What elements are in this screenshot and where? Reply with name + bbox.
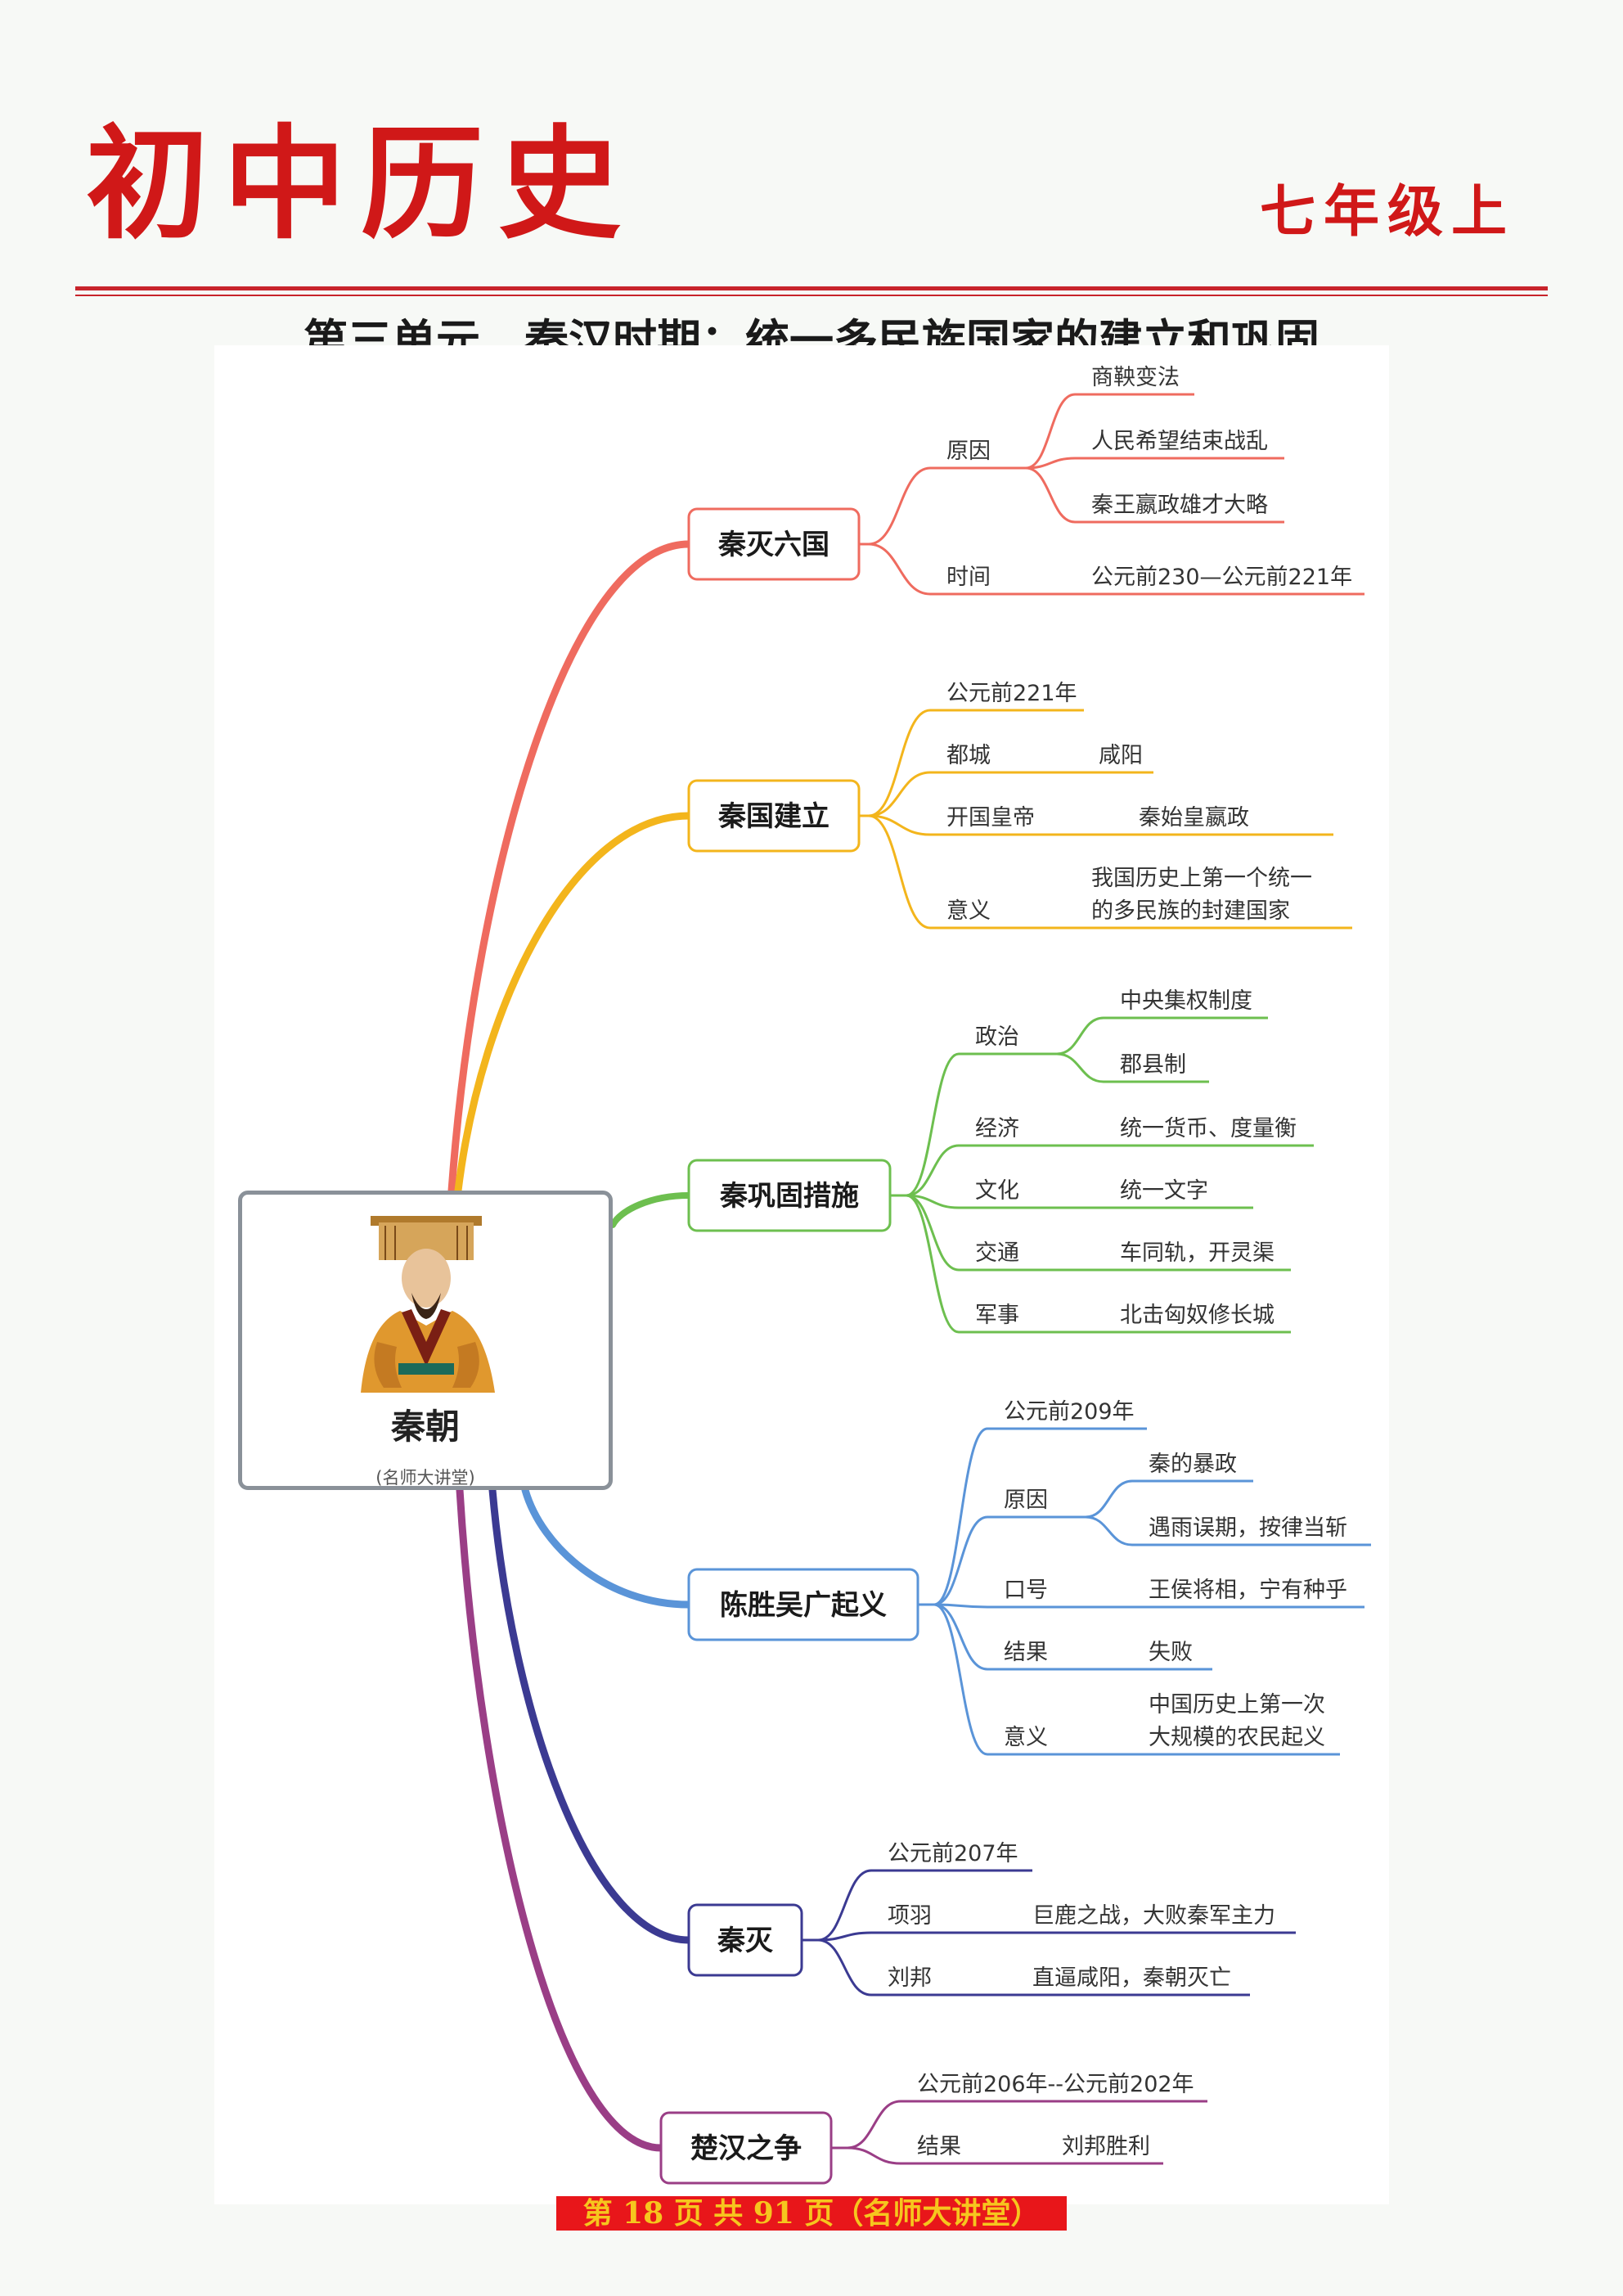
key-label: 文化: [975, 1178, 1019, 1204]
grade-label: 七年级上: [1260, 179, 1516, 245]
key-connector: [905, 1194, 960, 1272]
value-connector: [1084, 1479, 1134, 1519]
key-connector: [867, 466, 932, 546]
value-label: 秦王嬴政雄才大略: [1091, 493, 1268, 518]
key-label: 政治: [975, 1024, 1019, 1050]
key-connector: [867, 814, 932, 930]
key-connector: [867, 814, 932, 836]
key-label: 结果: [1004, 1640, 1048, 1665]
page-footer: 第 18 页 共 91 页（名师大讲堂）: [556, 2196, 1067, 2231]
key-label: 公元前209年: [1004, 1399, 1135, 1425]
key-label: 原因: [946, 439, 991, 464]
key-label: 结果: [917, 2134, 961, 2159]
mind-map: 秦灭六国原因商鞅变法人民希望结束战乱秦王嬴政雄才大略时间公元前230—公元前22…: [214, 345, 1389, 2204]
branch-node-label: 楚汉之争: [690, 2132, 802, 2165]
root-node: 秦朝 (名师大讲堂): [238, 1191, 613, 1490]
value-label: 遇雨误期，按律当斩: [1149, 1515, 1347, 1541]
key-connector: [933, 1603, 989, 1609]
header-rule-thin: [75, 295, 1548, 296]
trunk-connector: [488, 1486, 693, 1944]
value-connector: [1024, 393, 1077, 470]
page-header-title: 初中历史: [86, 112, 636, 256]
value-label: 人民希望结束战乱: [1091, 429, 1268, 454]
value-label: 刘邦胜利: [1062, 2134, 1150, 2159]
root-sublabel: (名师大讲堂): [375, 1468, 475, 1488]
value-label: 商鞅变法: [1091, 365, 1180, 390]
value-label: 失败: [1149, 1640, 1193, 1665]
trunk-connector: [521, 1486, 693, 1609]
emperor-portrait-icon: [361, 1216, 495, 1393]
value-connector: [1055, 1052, 1105, 1083]
trunk-connector: [456, 1486, 665, 2152]
trunk-connector: [454, 812, 693, 1195]
key-connector: [867, 709, 932, 817]
value-label: 咸阳: [1099, 743, 1143, 768]
value-connector: [1084, 1515, 1134, 1546]
key-label: 经济: [975, 1116, 1019, 1141]
key-label: 公元前206年--公元前202年: [917, 2072, 1194, 2097]
key-label: 公元前207年: [888, 1841, 1018, 1866]
key-label: 口号: [1004, 1578, 1048, 1603]
trunk-connector: [447, 540, 693, 1195]
value-label: 的多民族的封建国家: [1091, 898, 1290, 924]
value-label: 公元前230—公元前221年: [1091, 565, 1352, 590]
key-label: 原因: [1004, 1488, 1048, 1513]
key-connector: [933, 1515, 989, 1606]
key-connector: [905, 1052, 960, 1197]
value-label: 车同轨，开灵渠: [1120, 1240, 1275, 1266]
header-rule: [75, 286, 1548, 290]
value-label: 统一货币、度量衡: [1120, 1116, 1297, 1141]
key-label: 军事: [975, 1303, 1019, 1328]
key-label: 都城: [946, 743, 991, 768]
value-label: 大规模的农民起义: [1149, 1725, 1325, 1750]
key-connector: [905, 1194, 960, 1209]
key-connector: [867, 771, 932, 817]
value-label: 秦的暴政: [1149, 1452, 1237, 1477]
value-connector: [1024, 457, 1077, 470]
value-label: 我国历史上第一个统一: [1091, 866, 1312, 891]
value-label: 统一文字: [1120, 1178, 1208, 1204]
key-connector: [867, 542, 932, 596]
value-connector: [1024, 466, 1077, 524]
value-label: 直逼咸阳，秦朝灭亡: [1032, 1965, 1231, 1991]
mind-map-canvas: 秦灭六国原因商鞅变法人民希望结束战乱秦王嬴政雄才大略时间公元前230—公元前22…: [447, 365, 1371, 2185]
key-label: 刘邦: [888, 1965, 932, 1991]
branch-node-label: 秦巩固措施: [719, 1180, 859, 1213]
value-label: 中国历史上第一次: [1149, 1692, 1325, 1717]
value-label: 中央集权制度: [1120, 988, 1252, 1014]
branch-node-label: 秦国建立: [717, 800, 829, 833]
key-label: 意义: [946, 898, 991, 924]
value-label: 郡县制: [1120, 1052, 1186, 1078]
key-connector: [905, 1144, 960, 1197]
value-label: 秦始皇嬴政: [1139, 805, 1249, 831]
key-connector: [933, 1603, 989, 1671]
key-connector: [905, 1194, 960, 1334]
key-label: 开国皇帝: [946, 805, 1035, 831]
branch-node-label: 秦灭六国: [717, 529, 829, 561]
key-label: 时间: [946, 565, 991, 590]
key-connector: [933, 1427, 989, 1606]
value-label: 北击匈奴修长城: [1120, 1303, 1275, 1328]
key-label: 交通: [975, 1240, 1019, 1266]
branch-node-label: 秦灭: [717, 1925, 774, 1957]
key-connector: [846, 2100, 902, 2150]
value-connector: [1055, 1016, 1105, 1056]
key-connector: [816, 1938, 873, 1997]
key-connector: [933, 1603, 989, 1756]
key-connector: [816, 1931, 873, 1942]
trunk-connector: [609, 1192, 692, 1228]
key-label: 项羽: [888, 1903, 932, 1929]
key-connector: [846, 2146, 902, 2165]
key-connector: [816, 1869, 873, 1942]
key-label: 公元前221年: [946, 681, 1077, 706]
value-label: 巨鹿之战，大败秦军主力: [1032, 1903, 1275, 1929]
value-label: 王侯将相，宁有种乎: [1149, 1578, 1347, 1603]
key-label: 意义: [1004, 1725, 1048, 1750]
root-label: 秦朝: [390, 1407, 460, 1447]
branch-node-label: 陈胜吴广起义: [720, 1589, 887, 1622]
